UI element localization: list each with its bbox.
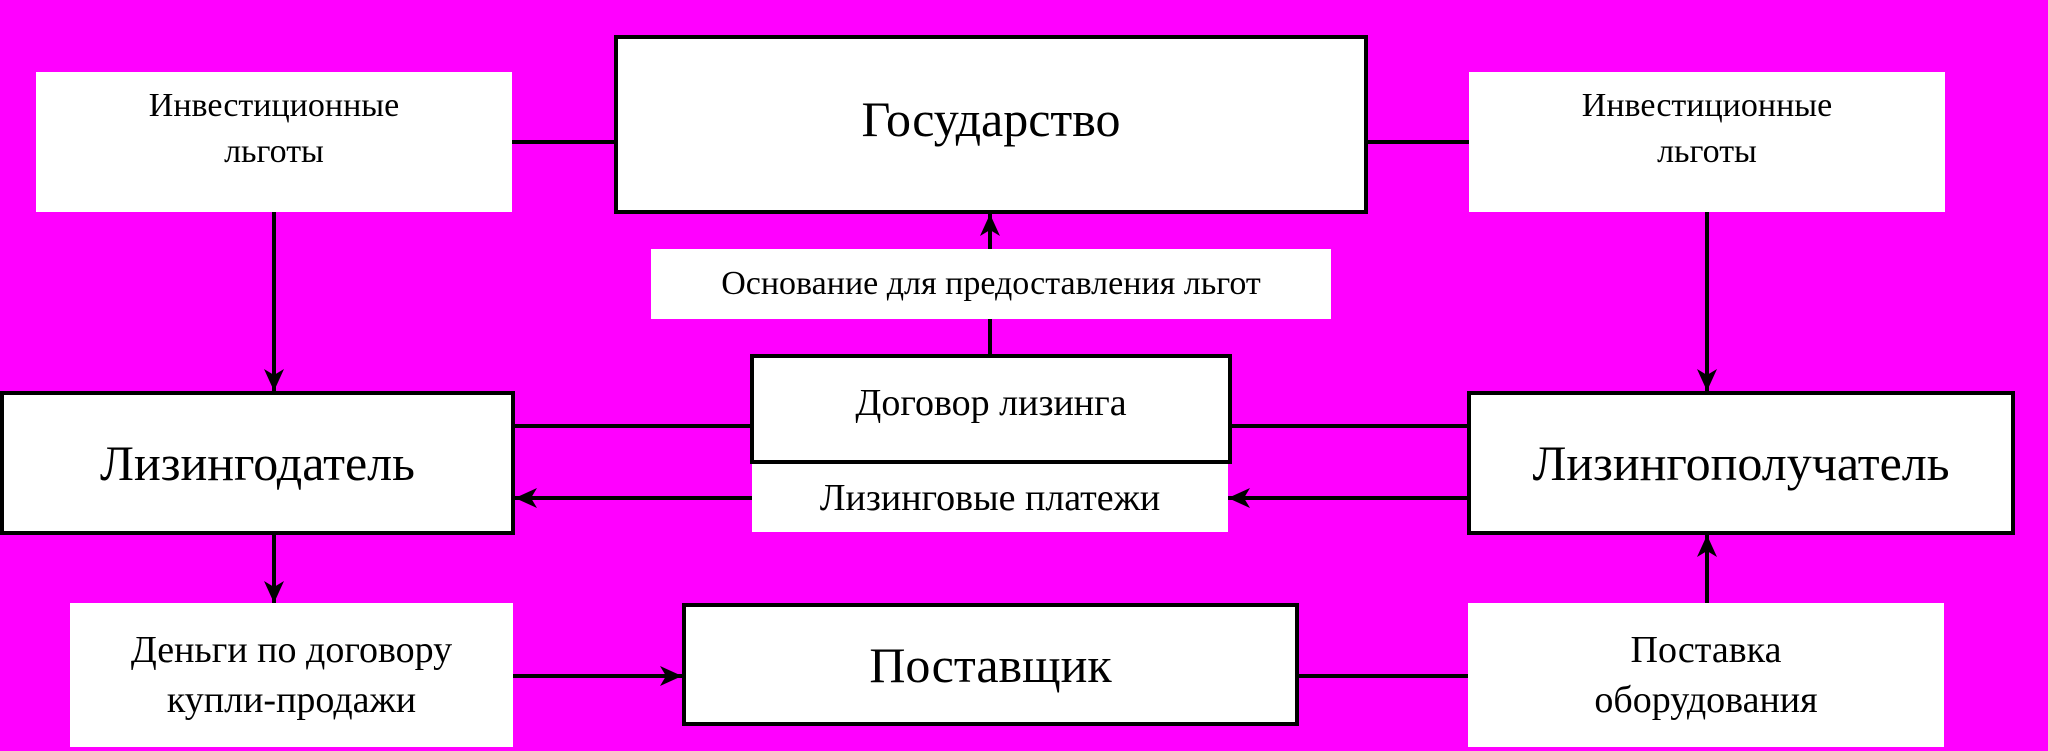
- lessee-box: Лизингополучатель: [1467, 391, 2015, 535]
- lessor-box: Лизингодатель: [0, 391, 515, 535]
- investment-benefits-right-box: Инвестиционные льготы: [1469, 72, 1945, 212]
- grounds-for-benefits-box: Основание для предоставления льгот: [651, 249, 1331, 319]
- leasing-contract-box: Договор лизинга: [750, 354, 1232, 464]
- supplier-box: Поставщик: [682, 603, 1299, 726]
- investment-benefits-left-box: Инвестиционные льготы: [36, 72, 512, 212]
- equipment-delivery-box: Поставка оборудования: [1468, 603, 1944, 747]
- purchase-money-box: Деньги по договору купли-продажи: [70, 603, 513, 747]
- leasing-payments-box: Лизинговые платежи: [752, 464, 1228, 532]
- state-box: Государство: [614, 35, 1368, 214]
